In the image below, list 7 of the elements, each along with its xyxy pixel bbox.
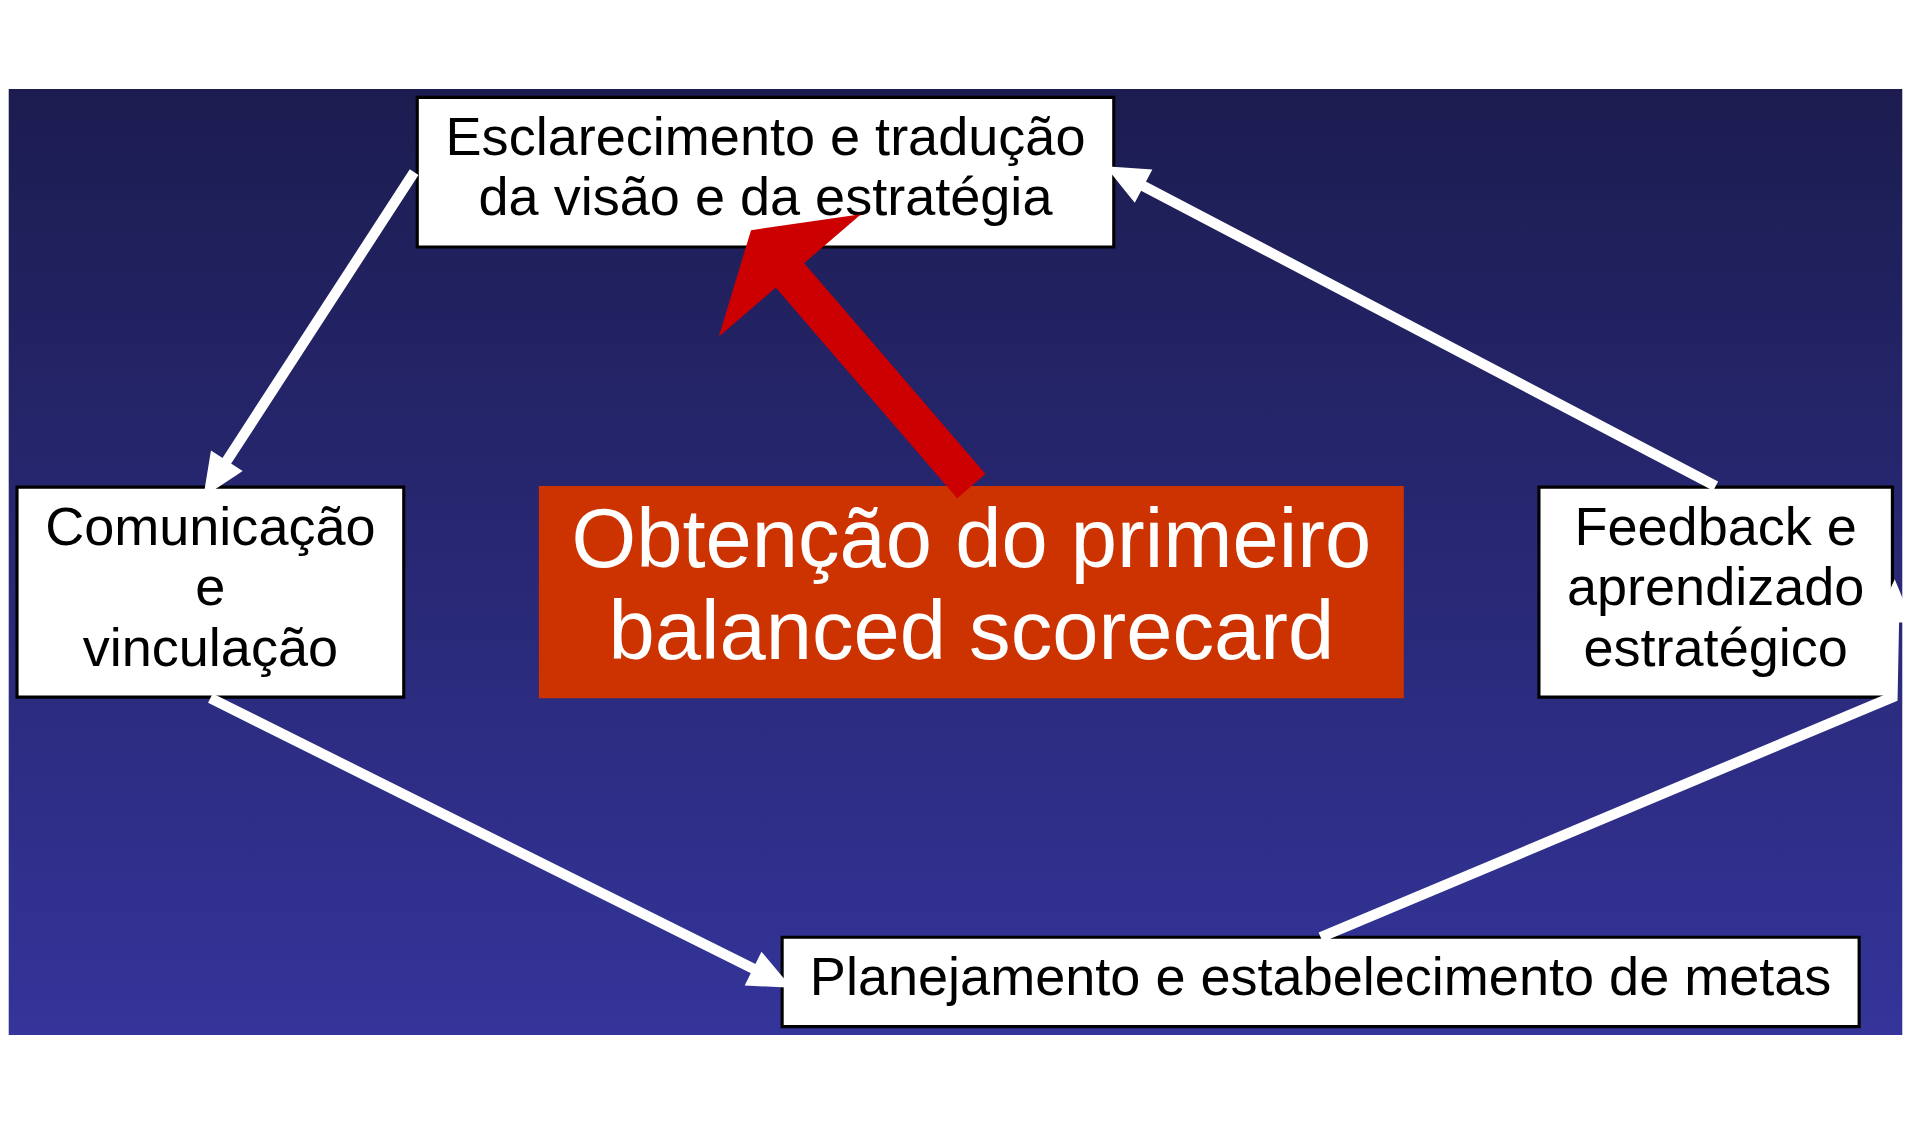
node-box: Esclarecimento e tradução da visão e da estratégia (415, 95, 1116, 249)
node-box: Planejamento e estabelecimento de metas (780, 935, 1861, 1028)
node-box: Obtenção do primeiro balanced scorecard (538, 485, 1404, 698)
arrow (718, 213, 986, 498)
node-box: Comunicação e vinculação (15, 485, 406, 699)
node-box: Feedback e aprendizado estratégico (1537, 485, 1894, 699)
arrow (1318, 578, 1903, 942)
